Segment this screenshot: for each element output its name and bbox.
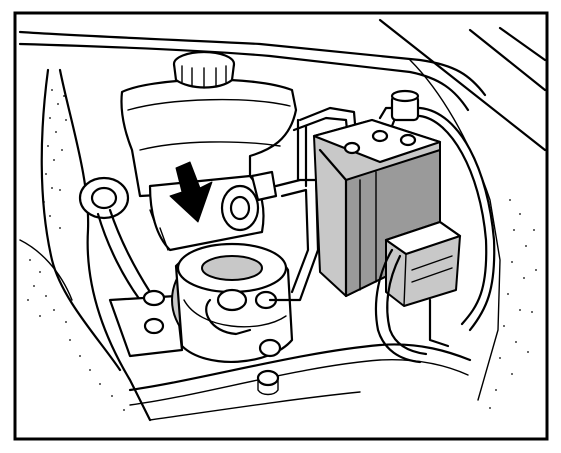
figure-frame bbox=[13, 11, 549, 441]
stipple-right bbox=[489, 199, 537, 409]
fluid-reservoir bbox=[120, 50, 298, 198]
electrical-connector bbox=[374, 220, 462, 364]
mounting-bracket bbox=[108, 289, 280, 396]
body-panels bbox=[18, 18, 547, 422]
arrow-down-icon bbox=[169, 161, 213, 223]
hydraulic-pump bbox=[171, 242, 294, 363]
vacuum-port bbox=[78, 176, 152, 302]
stipple-left bbox=[27, 89, 125, 411]
